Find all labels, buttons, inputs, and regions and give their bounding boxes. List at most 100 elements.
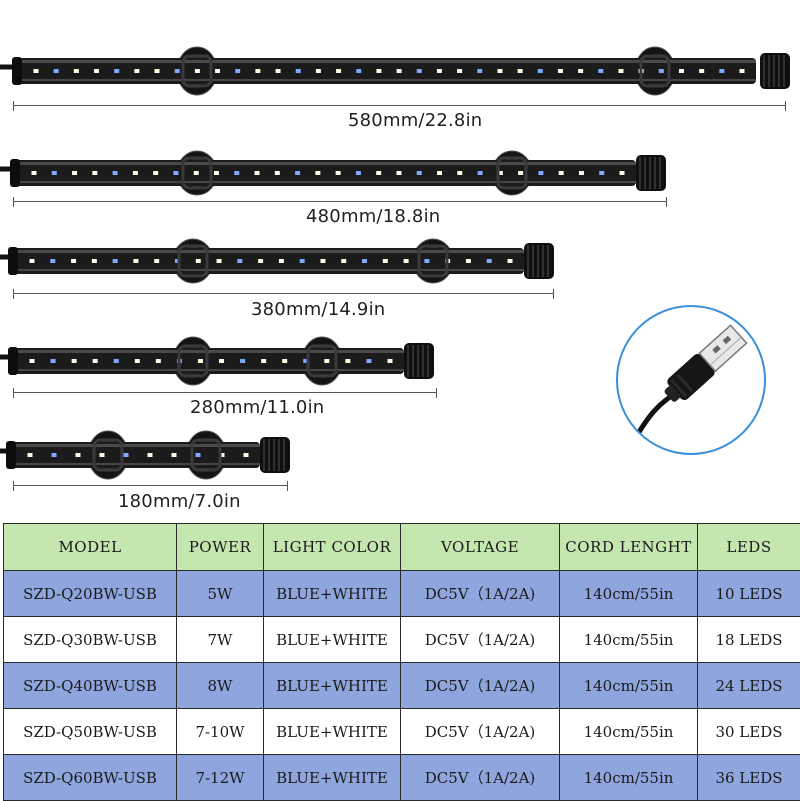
led-chip — [52, 171, 57, 175]
led-chip — [366, 359, 371, 363]
left-end-cap — [8, 347, 18, 375]
tube-graphic — [0, 430, 300, 480]
led-chip — [219, 359, 224, 363]
led-chip — [155, 69, 160, 73]
usb-plug-icon — [618, 307, 764, 453]
right-end-cap — [260, 437, 290, 473]
cell-model: SZD-Q40BW-USB — [4, 663, 177, 709]
led-chip — [156, 359, 161, 363]
cell-cord-length: 140cm/55in — [560, 709, 698, 755]
led-chip — [478, 171, 483, 175]
spec-table: MODEL POWER LIGHT COLOR VOLTAGE CORD LEN… — [3, 523, 800, 801]
led-chip — [457, 171, 462, 175]
cell-light-color: BLUE+WHITE — [264, 617, 401, 663]
led-chip — [437, 69, 442, 73]
led-chip — [196, 259, 201, 263]
cell-voltage: DC5V（1A/2A) — [401, 617, 560, 663]
led-chip — [135, 359, 140, 363]
right-end-cap — [524, 243, 554, 279]
led-chip — [578, 69, 583, 73]
led-chip — [28, 453, 33, 457]
right-end-cap — [760, 53, 790, 89]
cell-leds: 18 LEDS — [698, 617, 800, 663]
light-tube-380mm — [0, 238, 560, 284]
table-row: SZD-Q50BW-USB 7-10W BLUE+WHITE DC5V（1A/2… — [4, 709, 800, 755]
led-chip — [518, 171, 523, 175]
led-chip — [282, 359, 287, 363]
light-tube-180mm — [0, 430, 300, 480]
cell-model: SZD-Q50BW-USB — [4, 709, 177, 755]
led-chip — [113, 171, 118, 175]
led-chip — [279, 259, 284, 263]
led-chip — [34, 69, 39, 73]
led-chip — [54, 69, 59, 73]
table-row: SZD-Q20BW-USB 5W BLUE+WHITE DC5V（1A/2A) … — [4, 571, 800, 617]
led-chip — [477, 69, 482, 73]
led-chip — [194, 171, 199, 175]
led-chip — [215, 69, 220, 73]
led-chip — [719, 69, 724, 73]
led-chip — [235, 69, 240, 73]
tube-graphic — [0, 336, 440, 386]
right-end-cap — [404, 343, 434, 379]
led-chip — [32, 171, 37, 175]
led-chip — [699, 69, 704, 73]
cell-cord-length: 140cm/55in — [560, 755, 698, 801]
led-chip — [196, 453, 201, 457]
led-chip — [341, 259, 346, 263]
led-chip — [579, 171, 584, 175]
header-cord-length: CORD LENGHT — [560, 524, 698, 571]
led-chip — [383, 259, 388, 263]
led-chip — [362, 259, 367, 263]
led-chip — [72, 359, 77, 363]
led-chip — [175, 69, 180, 73]
cell-cord-length: 140cm/55in — [560, 571, 698, 617]
led-chip — [417, 69, 422, 73]
led-chip — [404, 259, 409, 263]
tube-graphic — [0, 238, 560, 284]
led-chip — [195, 69, 200, 73]
led-chip — [396, 171, 401, 175]
header-light-color: LIGHT COLOR — [264, 524, 401, 571]
led-chip — [153, 171, 158, 175]
led-chip — [148, 453, 153, 457]
cell-power: 7W — [177, 617, 264, 663]
left-end-cap — [12, 57, 22, 85]
led-chip — [275, 171, 280, 175]
cell-cord-length: 140cm/55in — [560, 617, 698, 663]
led-chip — [356, 171, 361, 175]
cell-leds: 36 LEDS — [698, 755, 800, 801]
dimension-label-180mm: 180mm/7.0in — [118, 491, 241, 512]
led-chip — [295, 171, 300, 175]
led-chip — [100, 453, 105, 457]
led-chip — [659, 69, 664, 73]
tube-highlight — [10, 444, 260, 447]
led-chip — [198, 359, 203, 363]
cell-leds: 10 LEDS — [698, 571, 800, 617]
tube-reflection — [10, 463, 260, 465]
led-chip — [50, 259, 55, 263]
led-chip — [276, 69, 281, 73]
tube-graphic — [0, 46, 790, 96]
led-chip — [258, 259, 263, 263]
led-chip — [133, 259, 138, 263]
cell-light-color: BLUE+WHITE — [264, 755, 401, 801]
led-chip — [214, 171, 219, 175]
cell-voltage: DC5V（1A/2A) — [401, 663, 560, 709]
led-chip — [261, 359, 266, 363]
led-chip — [740, 69, 745, 73]
cell-voltage: DC5V（1A/2A) — [401, 571, 560, 617]
cell-power: 7-10W — [177, 709, 264, 755]
led-chip — [30, 359, 35, 363]
led-chip — [76, 453, 81, 457]
header-leds: LEDS — [698, 524, 800, 571]
cell-model: SZD-Q20BW-USB — [4, 571, 177, 617]
dimension-line-380mm — [13, 289, 554, 299]
header-voltage: VOLTAGE — [401, 524, 560, 571]
led-chip — [417, 171, 422, 175]
led-chip — [71, 259, 76, 263]
cell-voltage: DC5V（1A/2A) — [401, 755, 560, 801]
led-chip — [114, 69, 119, 73]
led-chip — [173, 171, 178, 175]
light-tube-480mm — [0, 150, 670, 196]
